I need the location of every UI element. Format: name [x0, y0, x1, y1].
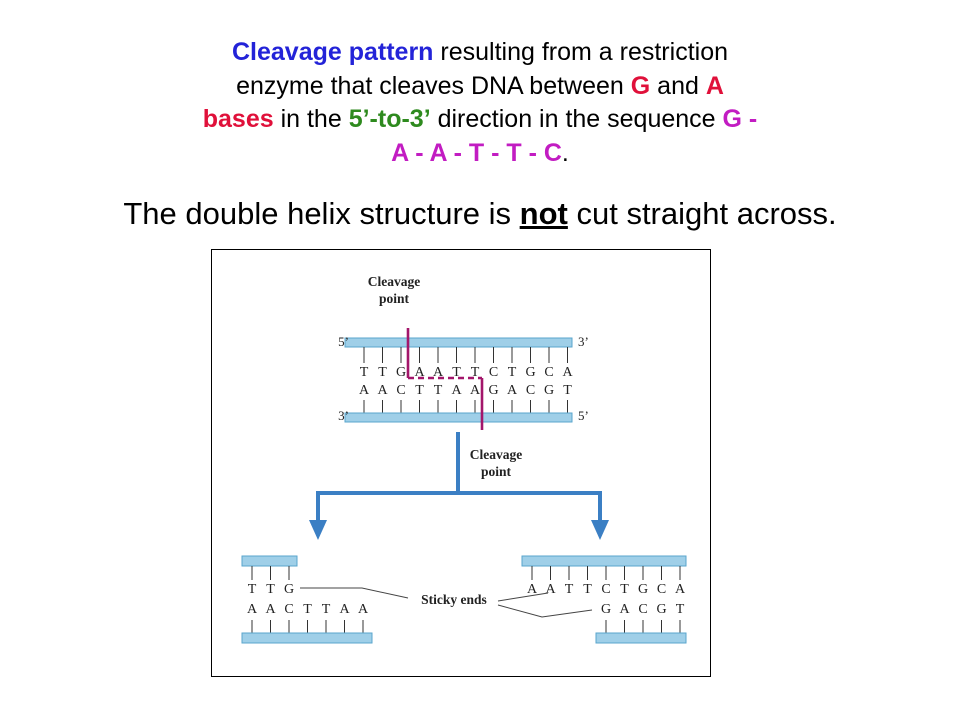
- bottom-strand-base: G: [544, 383, 554, 398]
- left-fragment-top-base: T: [248, 582, 257, 597]
- title-sequence-end: A - A - T - T - C: [391, 138, 562, 167]
- left-fragment-top-backbone: [241, 555, 298, 567]
- left-fragment-bottom-base: A: [247, 602, 258, 617]
- slide-title: Cleavage pattern resulting from a restri…: [0, 36, 960, 170]
- subtitle-text: cut straight across.: [567, 196, 837, 231]
- top-strand-base: A: [562, 365, 573, 380]
- top-strand-base: T: [471, 365, 480, 380]
- title-base-g: G: [630, 71, 651, 100]
- five-prime-end-label: 5’: [578, 408, 589, 423]
- top-strand-base: G: [396, 365, 406, 380]
- top-strand-base: T: [508, 365, 517, 380]
- title-period: .: [561, 138, 569, 167]
- right-fragment-bottom-backbone: [595, 632, 687, 644]
- right-fragment-bottom-base: G: [601, 602, 611, 617]
- three-prime-end-label: 3’: [338, 408, 349, 423]
- title-line-3: bases in the 5’-to-3’ direction in the s…: [0, 103, 960, 137]
- slide-subtitle: The double helix structure is not cut st…: [0, 196, 960, 232]
- title-base-a: A: [705, 71, 724, 100]
- left-fragment-bottom-base: A: [358, 602, 369, 617]
- title-text: direction in the sequence: [430, 105, 723, 133]
- right-fragment-bottom-base: G: [656, 602, 666, 617]
- right-arrowhead: [591, 520, 609, 540]
- right-fragment-top-base: C: [657, 582, 666, 597]
- five-prime-end-label: 5’: [338, 334, 349, 349]
- title-line-1: Cleavage pattern resulting from a restri…: [0, 36, 960, 70]
- top-strand-base: C: [544, 365, 553, 380]
- bottom-strand-base: A: [507, 383, 518, 398]
- left-fragment-top-base: T: [266, 582, 275, 597]
- left-fragment-bottom-base: A: [339, 602, 350, 617]
- sticky-ends-leader-left: [300, 587, 409, 599]
- right-fragment-top-base: A: [545, 582, 556, 597]
- right-fragment-top-base: G: [638, 582, 648, 597]
- title-text: in the: [273, 105, 349, 133]
- title-text: resulting from a restriction: [433, 38, 728, 66]
- left-fragment-bottom-base: T: [303, 602, 312, 617]
- top-strand-base: G: [525, 365, 535, 380]
- top-strand-base: C: [489, 365, 498, 380]
- bottom-strand-backbone: [344, 412, 573, 423]
- top-strand-base: A: [433, 365, 444, 380]
- left-fragment-bottom-base: C: [284, 602, 293, 617]
- title-emph-direction: 5’-to-3’: [348, 105, 431, 133]
- top-strand-base: A: [414, 365, 425, 380]
- bottom-strand-base: A: [359, 383, 370, 398]
- title-line-2: enzyme that cleaves DNA between G and A: [0, 70, 960, 104]
- bottom-strand-base: C: [526, 383, 535, 398]
- sticky-ends-leader-right-top: [497, 592, 549, 602]
- right-fragment-bottom-base: A: [619, 602, 630, 617]
- bottom-strand-base: A: [377, 383, 388, 398]
- left-fragment-bottom-base: T: [322, 602, 331, 617]
- left-arrowhead: [309, 520, 327, 540]
- subtitle-emphasis: not: [519, 196, 568, 231]
- bottom-strand-base: A: [451, 383, 462, 398]
- three-prime-end-label: 3’: [578, 334, 589, 349]
- top-strand-base: T: [360, 365, 369, 380]
- subtitle-text: The double helix structure is: [123, 196, 520, 231]
- right-fragment-bottom-base: C: [638, 602, 647, 617]
- bottom-strand-base: C: [396, 383, 405, 398]
- bottom-strand-base: T: [563, 383, 572, 398]
- left-fragment-top-base: G: [284, 582, 294, 597]
- title-line-4: A - A - T - T - C.: [0, 137, 960, 171]
- right-fragment-top-base: T: [620, 582, 629, 597]
- title-sequence-start: G -: [722, 105, 758, 133]
- bottom-strand-base: G: [488, 383, 498, 398]
- bottom-strand-base: A: [470, 383, 481, 398]
- left-fragment-bottom-backbone: [241, 632, 373, 644]
- right-fragment-top-base: C: [601, 582, 610, 597]
- right-fragment-top-base: A: [675, 582, 686, 597]
- bottom-strand-base: T: [415, 383, 424, 398]
- right-fragment-bottom-base: T: [676, 602, 685, 617]
- right-fragment-top-backbone: [521, 555, 687, 567]
- left-fragment-bottom-base: A: [265, 602, 276, 617]
- right-fragment-top-base: A: [527, 582, 538, 597]
- sticky-ends-leader-right-bottom: [497, 604, 593, 618]
- top-strand-base: T: [452, 365, 461, 380]
- top-strand-backbone: [344, 337, 573, 348]
- title-emph-cleavage: Cleavage pattern: [231, 38, 434, 66]
- top-strand-base: T: [378, 365, 387, 380]
- bottom-strand-base: T: [434, 383, 443, 398]
- right-fragment-top-base: T: [565, 582, 574, 597]
- title-emph-bases: bases: [202, 105, 274, 133]
- title-text: enzyme that cleaves DNA between: [236, 71, 631, 100]
- sticky-ends-label: Sticky ends: [421, 592, 487, 607]
- title-text: and: [650, 71, 706, 100]
- right-fragment-top-base: T: [583, 582, 592, 597]
